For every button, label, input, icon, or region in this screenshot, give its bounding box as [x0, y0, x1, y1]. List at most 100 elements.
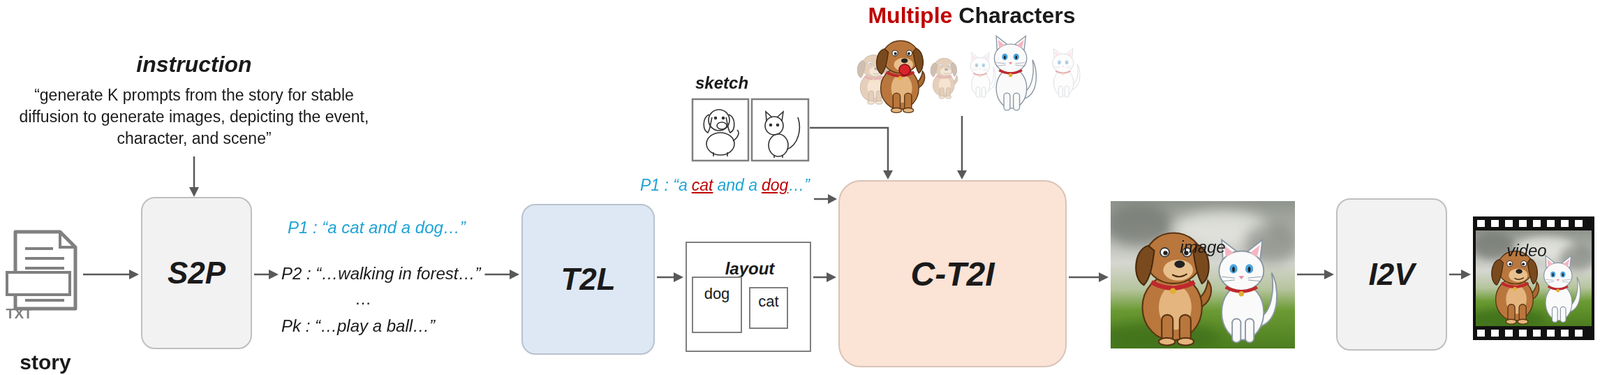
sketch-panel-part-part	[776, 124, 780, 127]
arrowhead	[673, 272, 684, 283]
film-strip-part-part	[1532, 219, 1541, 227]
prompt-text: P1 : “a cat and a dog…”	[287, 217, 466, 238]
node-text: T2L	[560, 261, 616, 297]
sketch-panel-part-part	[765, 116, 784, 135]
sketch-panel-part	[765, 111, 800, 158]
sketch-panel	[692, 99, 809, 161]
node-text: cat	[758, 292, 779, 311]
sketch-panel-part	[751, 99, 809, 161]
sketch-panel-part-part	[713, 129, 739, 157]
document-icon: TXTstory	[5, 230, 81, 313]
node-text: video	[1465, 240, 1588, 261]
connector-line	[254, 273, 271, 276]
layout-box: layoutdogcat	[685, 241, 812, 352]
input-arrows-part	[827, 194, 837, 204]
section-title: sketch	[695, 73, 749, 93]
prompt-text: P2 : “…walking in forest…”	[281, 263, 481, 284]
input-arrows-part	[809, 127, 888, 172]
highlighted-word: dog	[761, 175, 789, 195]
connector-line	[656, 276, 676, 279]
arrowhead	[268, 269, 279, 280]
input-arrows-part	[883, 170, 893, 180]
film-strip-part-part	[1519, 219, 1527, 227]
film-strip-part-part	[1546, 219, 1555, 227]
image-frame: image	[1110, 201, 1295, 349]
flow-arrow	[1449, 269, 1471, 280]
character-images	[857, 35, 1080, 113]
highlighted-word: cat	[691, 175, 714, 195]
sketch-panel-part-part	[786, 117, 800, 150]
film-strip-part-part	[1560, 329, 1569, 337]
connector-line	[83, 273, 131, 276]
film-strip-part-part	[1574, 219, 1583, 227]
sketch-panel-part-part	[703, 114, 713, 133]
arrowhead	[1324, 269, 1335, 280]
generated-image	[1096, 201, 1300, 353]
film-strip-part-part	[1574, 329, 1583, 337]
node-text: I2V	[1368, 256, 1415, 292]
prompt-text-line: P1 : “acatand adog…”	[640, 175, 810, 195]
document-icon-part	[25, 248, 65, 269]
film-strip-part-part	[1560, 219, 1569, 227]
input-arrows-part	[813, 198, 830, 201]
sketch-panel-part-part	[765, 111, 784, 122]
section-title: instruction	[5, 51, 383, 78]
input-arrows-part	[193, 156, 196, 189]
panel-title-line: MultipleCharacters	[832, 2, 1112, 29]
process-box: C-T2I	[838, 180, 1067, 368]
film-strip-part-part	[1532, 329, 1541, 337]
film-strip-part-part	[1477, 219, 1485, 227]
connector-line	[484, 273, 511, 276]
flow-arrow	[1068, 272, 1109, 283]
document-icon-part	[15, 231, 76, 309]
character-images-part	[930, 57, 958, 99]
character-images-part	[899, 64, 911, 76]
node-text: S2P	[167, 255, 226, 291]
node-text: image	[1110, 237, 1295, 257]
sketch-panel-part-part	[768, 134, 789, 157]
sketch-panel-part-part	[726, 114, 735, 133]
sketch-panel-part-part	[774, 154, 783, 158]
bounding-box: cat	[749, 286, 789, 329]
node-text: TXT	[5, 302, 33, 325]
film-strip-part-part	[1491, 219, 1499, 227]
document-icon-part	[25, 298, 65, 302]
flow-arrow	[813, 272, 837, 283]
prompt-text: and a	[716, 175, 758, 195]
character-images-part	[1052, 48, 1080, 98]
flow-arrow	[83, 269, 139, 280]
video-frame: video	[1472, 216, 1595, 340]
process-box: S2P	[141, 196, 253, 350]
flow-arrow	[656, 272, 684, 283]
connector-line	[1297, 273, 1326, 276]
character-images-part	[970, 52, 996, 98]
bounding-box: dog	[691, 276, 743, 333]
input-arrows-part	[961, 115, 964, 172]
film-strip	[1466, 216, 1595, 340]
sketch-panel-part-part	[769, 124, 773, 127]
input-arrows-part	[957, 170, 967, 180]
film-strip-part-part	[1519, 329, 1527, 337]
sketch-panel-part	[692, 99, 749, 161]
document-icon-part	[60, 231, 76, 248]
prompt-text: Pk : “…play a ball…”	[281, 316, 435, 336]
film-strip-part-part	[1505, 329, 1513, 337]
connector-line	[1449, 273, 1463, 276]
sketch-panel-part-part	[716, 122, 727, 130]
panel-title: Multiple	[867, 2, 953, 29]
panel-title: Characters	[958, 2, 1076, 29]
flow-arrow	[1297, 269, 1335, 280]
node-text: C-T2I	[910, 254, 995, 294]
sketch-panel-part-part	[722, 117, 725, 120]
sketch-panel-part	[703, 109, 739, 157]
arrowhead	[826, 272, 837, 283]
prompt-text: P1 : “a	[640, 175, 688, 195]
film-strip-part-part	[1505, 219, 1513, 227]
instruction-text: “generate K prompts from the story for s…	[5, 84, 383, 150]
process-box: I2V	[1336, 198, 1448, 351]
arrowhead	[129, 269, 139, 280]
film-strip-part-part	[1491, 329, 1499, 337]
document-icon	[6, 231, 76, 309]
character-images-part	[876, 40, 925, 113]
node-text: layout	[725, 258, 775, 279]
